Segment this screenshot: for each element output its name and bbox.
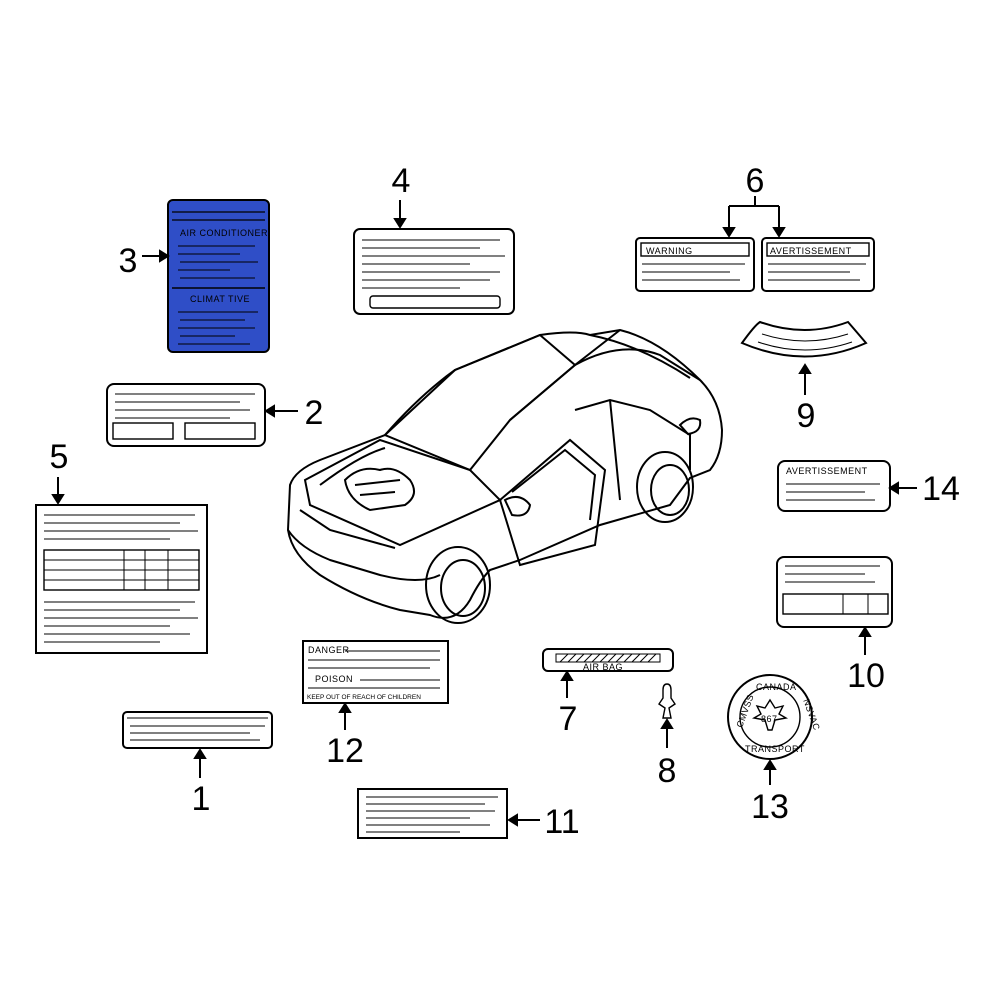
poison-title: POISON bbox=[315, 674, 353, 684]
avertissement-title: AVERTISSEMENT bbox=[770, 246, 852, 256]
callout-12: 12 bbox=[326, 732, 364, 770]
callout-6: 6 bbox=[746, 162, 765, 200]
seal-bottom: TRANSPORT bbox=[745, 744, 805, 754]
callout-numbers: 3 4 6 9 2 5 14 10 12 7 8 1 11 13 bbox=[50, 162, 960, 841]
label-1 bbox=[122, 711, 273, 749]
danger-title: DANGER bbox=[308, 645, 350, 655]
callout-9: 9 bbox=[797, 397, 816, 435]
label-14-avertissement: AVERTISSEMENT bbox=[777, 460, 891, 512]
warning-title: WARNING bbox=[646, 246, 693, 256]
callout-3: 3 bbox=[119, 242, 138, 280]
callout-arrows bbox=[51, 196, 917, 827]
callout-2: 2 bbox=[305, 394, 324, 432]
label-3-text-lines bbox=[178, 245, 258, 345]
label-2 bbox=[106, 383, 266, 447]
callout-7: 7 bbox=[559, 700, 578, 738]
callout-5: 5 bbox=[50, 438, 69, 476]
label-12-danger: DANGER POISON KEEP OUT OF REACH OF CHILD… bbox=[302, 640, 449, 704]
callout-14: 14 bbox=[922, 470, 960, 508]
label-10 bbox=[776, 556, 893, 628]
callout-8: 8 bbox=[658, 752, 677, 790]
part-8-clip bbox=[658, 683, 676, 719]
ac-title: AIR CONDITIONER bbox=[180, 228, 268, 238]
label-6-avertissement: AVERTISSEMENT bbox=[761, 237, 875, 292]
danger-footer: KEEP OUT OF REACH OF CHILDREN bbox=[307, 694, 421, 701]
callout-11: 11 bbox=[544, 803, 579, 841]
callout-13: 13 bbox=[751, 788, 789, 826]
callout-1: 1 bbox=[192, 780, 211, 818]
callout-4: 4 bbox=[392, 162, 411, 200]
label-9-curved bbox=[740, 320, 868, 358]
label-13-canada-seal: CANADA CMVSS NSVAC 867 TRANSPORT bbox=[727, 674, 822, 760]
maple-leaf-icon bbox=[751, 698, 789, 731]
seal-top: CANADA bbox=[756, 682, 797, 692]
label-5 bbox=[35, 504, 208, 654]
seal-center: 867 bbox=[761, 714, 778, 724]
climate-title: CLIMAT TIVE bbox=[190, 294, 250, 304]
label-11 bbox=[357, 788, 508, 839]
label-6-warning: WARNING bbox=[635, 237, 755, 292]
avertissement-14-title: AVERTISSEMENT bbox=[786, 466, 868, 476]
label-3-air-conditioner: AIR CONDITIONER CLIMAT TIVE bbox=[167, 199, 270, 353]
air-bag-text: AIR BAG bbox=[583, 662, 623, 672]
callout-10: 10 bbox=[847, 657, 885, 695]
label-7-air-bag: AIR BAG bbox=[542, 648, 674, 672]
label-4 bbox=[353, 228, 515, 315]
car-illustration bbox=[286, 328, 724, 624]
